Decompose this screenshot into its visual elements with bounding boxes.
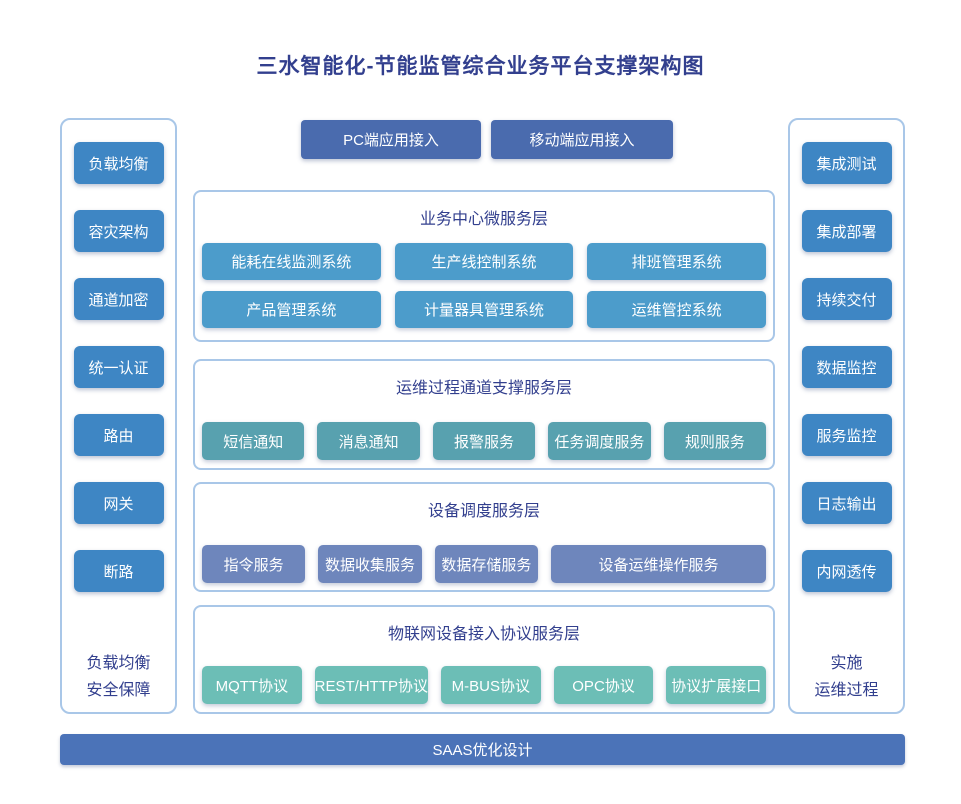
node-energy-online-monitoring-system: 能耗在线监测系统	[202, 243, 381, 280]
right-node-service-monitoring: 服务监控	[801, 414, 892, 456]
left-node-circuit-breaker: 断路	[73, 550, 164, 592]
right-panel-caption-line1: 实施	[830, 655, 863, 672]
layer-iot-protocol-access: 物联网设备接入协议服务层 MQTT协议 REST/HTTP协议 M-BUS协议 …	[193, 605, 775, 714]
node-shift-scheduling-system: 排班管理系统	[587, 243, 767, 280]
node-om-control-system: 运维管控系统	[587, 291, 767, 328]
node-data-collection-service: 数据收集服务	[318, 545, 422, 583]
node-mqtt-protocol: MQTT协议	[202, 666, 302, 704]
node-production-line-control-system: 生产线控制系统	[394, 243, 574, 280]
node-opc-protocol: OPC协议	[553, 666, 654, 704]
saas-optimization-bar: SAAS优化设计	[60, 734, 905, 765]
pc-access-node: PC端应用接入	[301, 120, 481, 159]
layer1-row2: 产品管理系统 计量器具管理系统 运维管控系统	[201, 291, 767, 328]
right-panel-caption-line2: 运维过程	[814, 682, 879, 699]
left-node-channel-encryption: 通道加密	[73, 278, 164, 320]
left-node-load-balancing: 负载均衡	[73, 142, 164, 184]
node-sms-notification: 短信通知	[202, 422, 305, 460]
node-rule-service: 规则服务	[663, 422, 767, 460]
left-node-gateway: 网关	[73, 482, 164, 524]
layer-business-microservices-title: 业务中心微服务层	[419, 211, 548, 228]
node-device-om-operation-service: 设备运维操作服务	[551, 545, 766, 583]
right-node-continuous-delivery: 持续交付	[801, 278, 892, 320]
node-alarm-service: 报警服务	[432, 422, 536, 460]
right-node-intranet-passthrough: 内网透传	[801, 550, 892, 592]
node-data-storage-service: 数据存储服务	[434, 545, 539, 583]
layer-device-dispatch: 设备调度服务层 指令服务 数据收集服务 数据存储服务 设备运维操作服务	[193, 482, 775, 592]
left-node-disaster-recovery: 容灾架构	[73, 210, 164, 252]
right-node-log-output: 日志输出	[801, 482, 892, 524]
node-task-scheduling-service: 任务调度服务	[548, 422, 651, 460]
node-mbus-protocol: M-BUS协议	[441, 666, 541, 704]
right-node-integration-deploy: 集成部署	[801, 210, 892, 252]
left-node-unified-auth: 统一认证	[73, 346, 164, 388]
left-panel-caption-line1: 负载均衡	[86, 655, 151, 672]
layer2-row1: 短信通知 消息通知 报警服务 任务调度服务 规则服务	[201, 422, 767, 460]
left-panel-caption-line2: 安全保障	[86, 682, 151, 699]
left-node-routing: 路由	[73, 414, 164, 456]
node-product-management-system: 产品管理系统	[202, 291, 381, 328]
left-panel-caption: 负载均衡 安全保障	[86, 650, 150, 704]
layer-iot-protocol-access-title: 物联网设备接入协议服务层	[387, 626, 580, 643]
page-title: 三水智能化-节能监管综合业务平台支撑架构图	[256, 55, 705, 78]
layer-ops-channel-support: 运维过程通道支撑服务层 短信通知 消息通知 报警服务 任务调度服务 规则服务	[193, 359, 775, 470]
layer4-row1: MQTT协议 REST/HTTP协议 M-BUS协议 OPC协议 协议扩展接口	[201, 666, 767, 704]
right-node-integration-test: 集成测试	[801, 142, 892, 184]
node-metering-instrument-management-system: 计量器具管理系统	[394, 291, 574, 328]
layer-ops-channel-support-title: 运维过程通道支撑服务层	[395, 380, 572, 397]
node-command-service: 指令服务	[202, 545, 306, 583]
node-rest-http-protocol: REST/HTTP协议	[314, 666, 429, 704]
mobile-access-node: 移动端应用接入	[491, 120, 673, 159]
node-message-notification: 消息通知	[317, 422, 420, 460]
right-panel-implementation-ops: 集成测试 集成部署 持续交付 数据监控 服务监控 日志输出 内网透传 实施 运维…	[788, 118, 905, 714]
layer1-row1: 能耗在线监测系统 生产线控制系统 排班管理系统	[201, 243, 767, 280]
left-panel-load-balancing-security: 负载均衡 容灾架构 通道加密 统一认证 路由 网关 断路 负载均衡 安全保障	[60, 118, 177, 714]
node-protocol-extension-interface: 协议扩展接口	[666, 666, 767, 704]
layer-device-dispatch-title: 设备调度服务层	[427, 503, 540, 520]
right-panel-caption: 实施 运维过程	[814, 650, 878, 704]
layer3-row1: 指令服务 数据收集服务 数据存储服务 设备运维操作服务	[201, 545, 767, 583]
layer-business-microservices: 业务中心微服务层 能耗在线监测系统 生产线控制系统 排班管理系统 产品管理系统 …	[193, 190, 775, 342]
right-node-data-monitoring: 数据监控	[801, 346, 892, 388]
